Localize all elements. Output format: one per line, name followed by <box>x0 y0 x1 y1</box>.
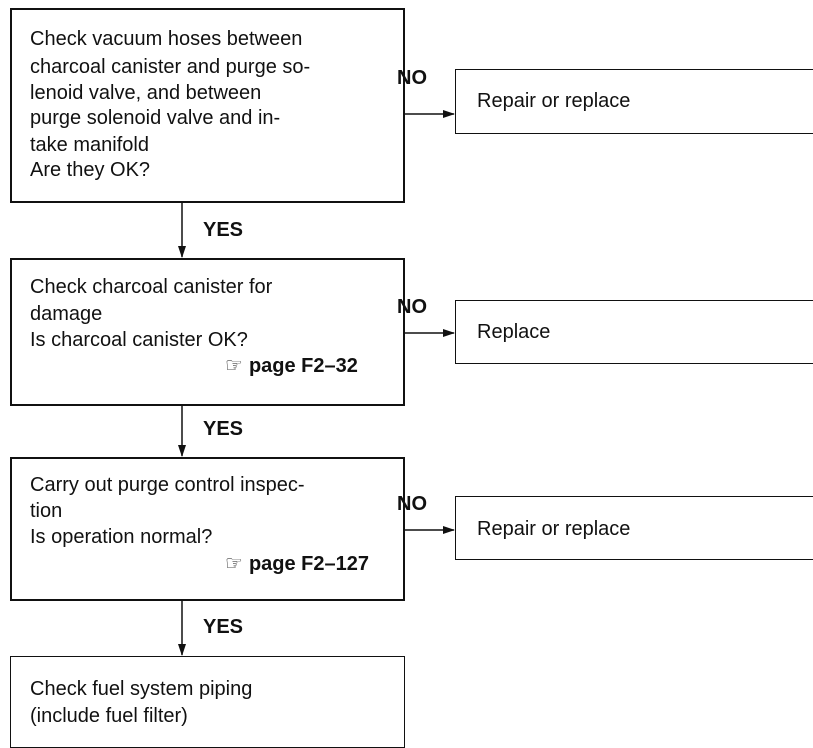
step-1-line-6: Are they OK? <box>30 159 151 181</box>
step-2-reference: ☞page F2–32 <box>225 353 358 378</box>
step-1-line-4: purge solenoid valve and in- <box>30 107 281 129</box>
step-3-line-3: Is operation normal? <box>30 526 213 548</box>
step-2-yes-label: YES <box>203 418 244 440</box>
step-1-no-label: NO <box>397 67 427 89</box>
step-1-line-3: lenoid valve, and between <box>30 82 262 104</box>
step-3-box <box>10 457 405 601</box>
step-1-line-5: take manifold <box>30 134 149 156</box>
final-step-line-2: (include fuel filter) <box>30 705 188 727</box>
step-2-box <box>10 258 405 406</box>
step-3-no-action: Repair or replace <box>477 518 631 540</box>
pointing-hand-icon: ☞ <box>225 553 243 575</box>
step-1-line-1: Check vacuum hoses between <box>30 28 303 50</box>
step-2-no-action: Replace <box>477 321 551 343</box>
step-3-line-2: tion <box>30 500 63 522</box>
step-3-reference: ☞page F2–127 <box>225 551 369 576</box>
step-1-box <box>10 8 405 203</box>
step-3-reference-text: page F2–127 <box>248 553 370 575</box>
step-2-reference-text: page F2–32 <box>248 355 358 377</box>
step-2-no-label: NO <box>397 296 427 318</box>
step-3-yes-label: YES <box>203 616 244 638</box>
step-3-no-action-box <box>455 496 813 560</box>
final-step-box <box>10 656 405 748</box>
pointing-hand-icon: ☞ <box>225 355 243 377</box>
step-3-line-1: Carry out purge control inspec- <box>30 474 305 496</box>
step-1-line-2: charcoal canister and purge so- <box>30 56 311 78</box>
step-3-no-label: NO <box>397 493 427 515</box>
final-step-line-1: Check fuel system piping <box>30 678 253 700</box>
step-2-line-2: damage <box>30 303 103 325</box>
step-1-yes-label: YES <box>203 219 244 241</box>
step-1-no-action: Repair or replace <box>477 90 631 112</box>
step-2-line-3: Is charcoal canister OK? <box>30 329 248 351</box>
step-2-no-action-box <box>455 300 813 364</box>
step-2-line-1: Check charcoal canister for <box>30 276 273 298</box>
step-1-no-action-box <box>455 69 813 134</box>
